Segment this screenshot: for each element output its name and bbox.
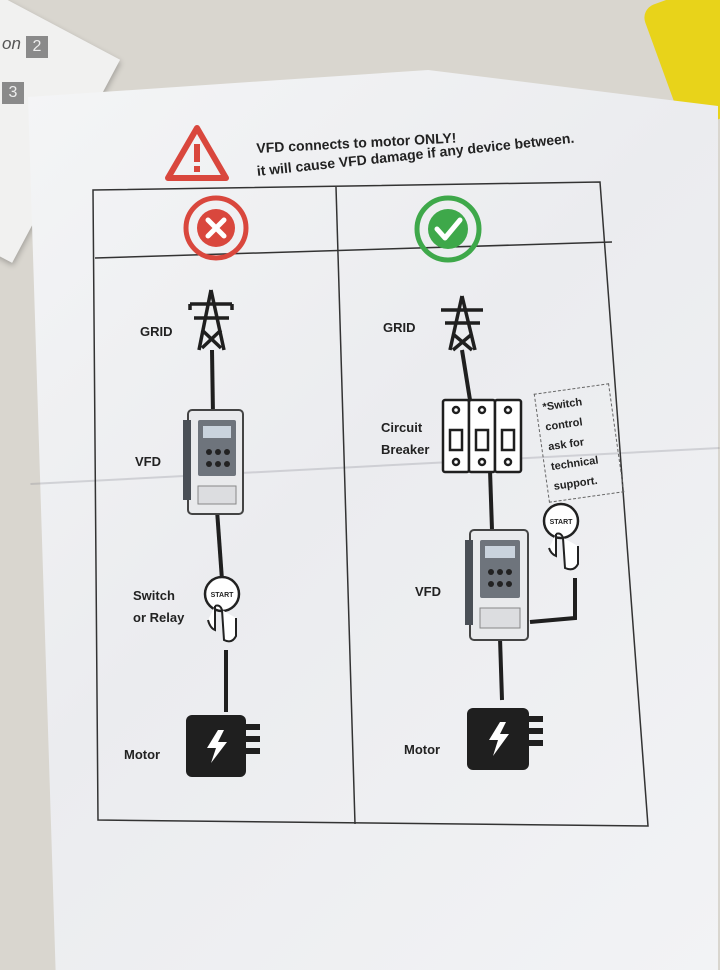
red-x-icon [183,195,249,261]
left-vfd-label: VFD [135,454,161,469]
right-motor-label: Motor [404,742,441,757]
left-motor-label: Motor [124,747,161,762]
left-switch-label-1: Switch [133,588,175,603]
right-vfd-device-icon [465,529,529,641]
green-check-icon [414,195,482,263]
right-motor-icon [467,708,543,770]
keypad-key-2: 2 [26,36,48,58]
circuit-breaker-icon [441,398,523,474]
right-breaker-label-1: Circuit [381,420,423,435]
warning-triangle-icon [165,125,229,181]
table-frame [92,181,649,827]
left-switch-label-2: or Relay [133,610,185,625]
right-start-button-icon: START [542,502,580,571]
left-grid-label: GRID [140,324,173,339]
keypad-key-3: 3 [2,82,24,104]
right-wires [460,349,577,701]
right-grid-tower-icon [441,295,483,352]
right-breaker-label-2: Breaker [381,442,430,457]
left-grid-tower-icon [188,289,234,351]
switch-control-note: *Switch control ask for technical suppor… [533,383,625,503]
left-start-text: START [211,592,235,599]
right-start-text: START [550,519,574,526]
right-vfd-label: VFD [415,584,441,599]
left-vfd-device-icon [183,409,244,515]
keypad-tab-text: on [2,34,21,53]
left-start-button-icon: START [203,575,241,643]
right-grid-label: GRID [383,320,416,335]
left-motor-icon [186,715,260,777]
left-wires [210,349,228,712]
